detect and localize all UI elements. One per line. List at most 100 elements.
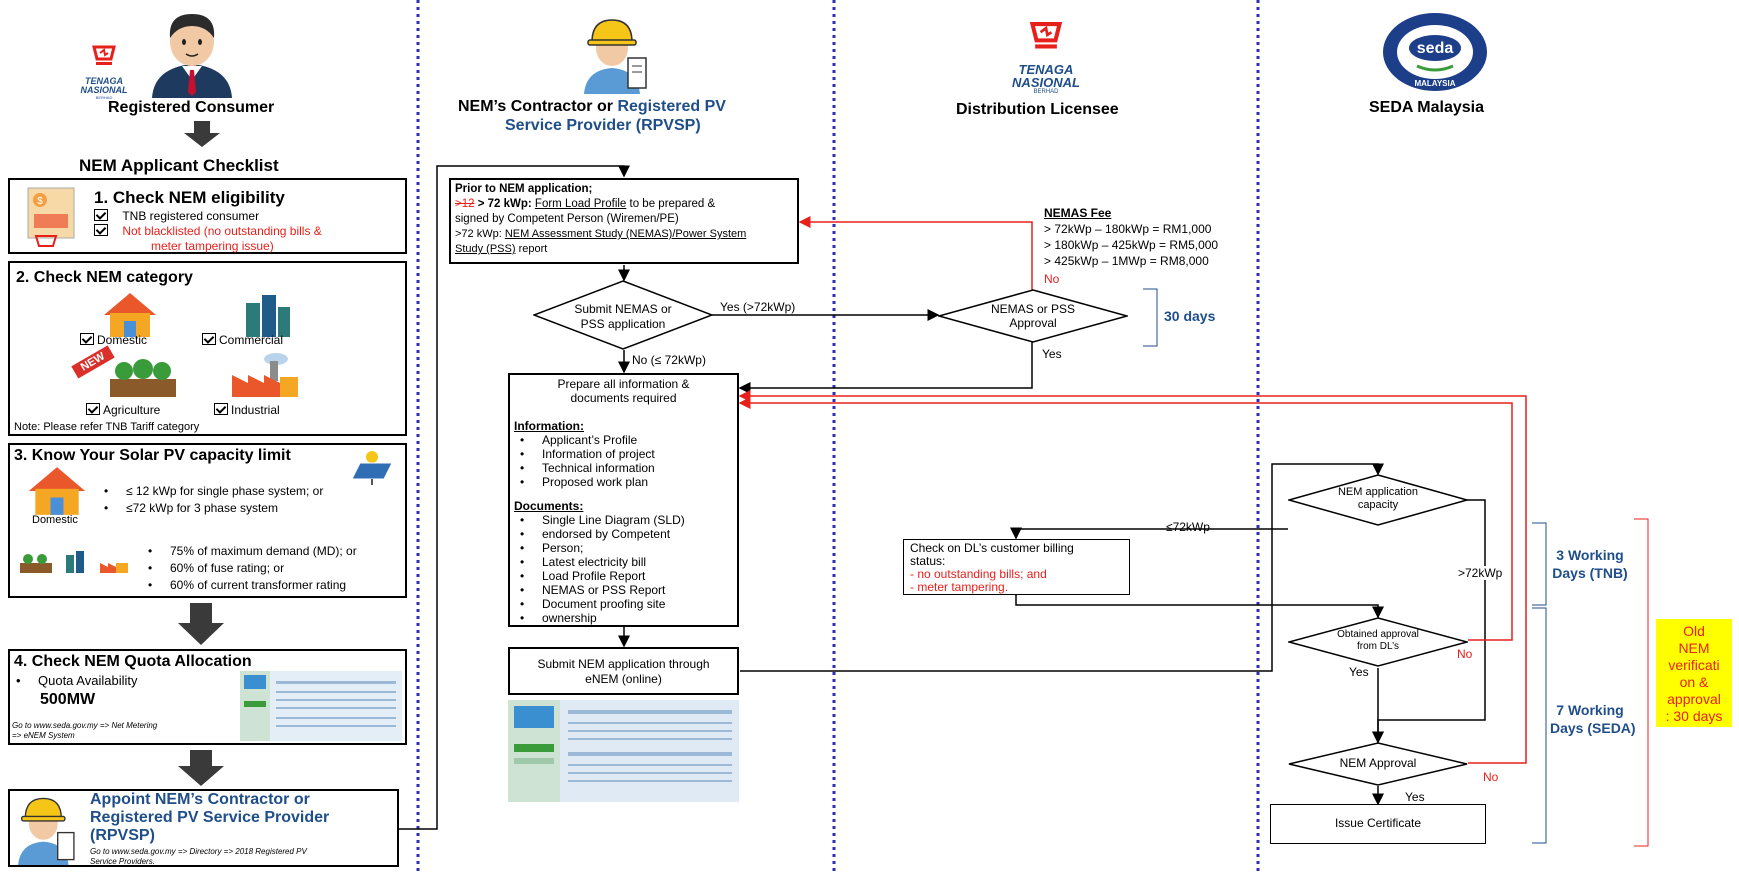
eligibility-item2-text: Not blacklisted (no outstanding bills & xyxy=(122,224,322,238)
label-approval-final-yes: Yes xyxy=(1405,790,1425,804)
label-30-days: 30 days xyxy=(1164,308,1216,324)
connector-rpvsp-to-prior xyxy=(397,165,630,830)
quota-list: Quota Availability xyxy=(10,673,138,688)
prepare-doc-item: Latest electricity bill xyxy=(514,555,733,569)
submit-nemas-label: Submit NEMAS or PSS application xyxy=(533,302,713,332)
category-domestic: Domestic xyxy=(80,333,147,347)
tnb-logo-l1: TENAGA xyxy=(85,76,123,86)
capacity-item: 60% of fuse rating; or xyxy=(142,560,357,577)
prepare-doc-item: Document proofing site xyxy=(514,597,733,611)
label-obtained-no: No xyxy=(1457,647,1473,661)
prepare-doc-list: Single Line Diagram (SLD) endorsed by Co… xyxy=(514,513,733,625)
prepare-info-item: Applicant’s Profile xyxy=(514,433,733,447)
quota-title: 4. Check NEM Quota Allocation xyxy=(14,653,252,670)
prior-l3b: NEM Assessment Study (NEMAS)/Power Syste… xyxy=(504,228,747,240)
label-no-le72: No (≤ 72kWp) xyxy=(632,353,706,367)
header-contractor-part2: Registered PV xyxy=(617,98,726,115)
old-l3: verificati xyxy=(1668,657,1720,673)
nemas-fee-panel: NEMAS Fee > 72kWp – 180kWp = RM1,000 > 1… xyxy=(1044,205,1218,269)
checkbox-icon xyxy=(80,333,94,345)
tnb-emblem-icon xyxy=(92,45,116,65)
prior-title: Prior to NEM application; xyxy=(455,183,593,195)
capacity-item: ≤ 12 kWp for single phase system; or xyxy=(98,483,323,500)
eligibility-item2: Not blacklisted (no outstanding bills & xyxy=(94,224,322,238)
nem-capacity-l2: capacity xyxy=(1357,499,1399,511)
submit-nem-box: Submit NEM application through eNEM (onl… xyxy=(508,647,739,695)
prepare-t1: Prepare all information & xyxy=(557,377,690,391)
category-agriculture: Agriculture xyxy=(86,403,160,417)
capacity-domestic-label: Domestic xyxy=(32,514,78,526)
issue-certificate-box: Issue Certificate xyxy=(1270,804,1486,844)
category-domestic-label: Domestic xyxy=(97,333,148,347)
label-tnb-days: 3 Working Days (TNB) xyxy=(1552,546,1628,582)
connector-approval-yes xyxy=(738,340,1033,394)
tnb-logo-l2: NASIONAL xyxy=(80,85,128,95)
quota-availability: Quota Availability xyxy=(10,673,138,688)
header-contractor-line2: Service Provider (RPVSP) xyxy=(505,117,701,134)
svg-text:$: $ xyxy=(37,196,43,207)
obtained-l1: Obtained approval xyxy=(1337,629,1419,640)
header-dl: Distribution Licensee xyxy=(956,101,1119,118)
label-seda-days: 7 Working Days (SEDA) xyxy=(1550,701,1636,737)
solar-panel-icon xyxy=(351,451,393,485)
billing-check-box: Check on DL’s customer billing status: -… xyxy=(903,539,1130,595)
nem-capacity-decision xyxy=(1288,474,1468,526)
old-l5: approval xyxy=(1667,691,1721,707)
arrow-down-3-icon xyxy=(178,750,224,786)
capacity-title: 3. Know Your Solar PV capacity limit xyxy=(14,447,291,464)
tnb-logo-l3: BERHAD xyxy=(95,95,113,100)
header-contractor-line1: NEM’s Contractor or Registered PV xyxy=(458,98,726,116)
appoint-title1: Appoint NEM’s Contractor or xyxy=(90,791,310,808)
checkbox-icon xyxy=(86,403,100,415)
consumer-person-icon xyxy=(152,14,232,98)
prior-strike: >12 xyxy=(455,198,475,210)
prepare-info-list: Applicant’s Profile Information of proje… xyxy=(514,433,733,489)
prepare-doc-item-cont: Person; xyxy=(542,541,584,555)
header-consumer: Registered Consumer xyxy=(108,99,275,116)
section-capacity: 3. Know Your Solar PV capacity limit Dom… xyxy=(8,443,407,598)
obtained-approval-label: Obtained approval from DL’s xyxy=(1288,629,1468,653)
prepare-info-item: Information of project xyxy=(514,447,733,461)
eligibility-item2-cont: meter tampering issue) xyxy=(151,239,274,253)
prior-l1d: to be prepared & xyxy=(626,198,716,210)
domestic-house-small-icon xyxy=(28,467,86,515)
section-category: 2. Check NEM category Domestic Commercia… xyxy=(8,261,407,436)
nemas-approval-label: NEMAS or PSS Approval xyxy=(938,302,1128,330)
prepare-doc-item-cont: endorsed by Competent xyxy=(542,527,671,541)
nem-approval-decision xyxy=(1288,742,1468,786)
category-commercial: Commercial xyxy=(202,333,283,347)
old-verification-note: Old NEM verificati on & approval : 30 da… xyxy=(1656,619,1732,727)
old-l1: Old xyxy=(1683,623,1705,639)
label-obtained-yes: Yes xyxy=(1349,665,1369,679)
worker-icon xyxy=(18,797,75,865)
capacity-other-list: 75% of maximum demand (MD); or 60% of fu… xyxy=(142,543,357,594)
prior-to-application-box: Prior to NEM application; >12 > 72 kWp: … xyxy=(449,178,799,264)
prepare-doc-title: Documents: xyxy=(514,499,584,513)
category-agriculture-label: Agriculture xyxy=(103,403,161,417)
prepare-doc-item: NEMAS or PSS Report xyxy=(514,583,733,597)
prepare-info-item: Proposed work plan xyxy=(514,475,733,489)
bracket-seda xyxy=(1532,607,1547,844)
prior-line1: >12 > 72 kWp: Form Load Profile to be pr… xyxy=(455,197,793,212)
prepare-t2: documents required xyxy=(570,391,677,405)
submit-nemas-decision xyxy=(533,280,713,350)
eligibility-item1-text: TNB registered consumer xyxy=(122,209,260,223)
seda-logo-country: MALAYSIA xyxy=(1414,79,1455,88)
eligibility-title: 1. Check NEM eligibility xyxy=(94,188,285,207)
old-l6: : 30 days xyxy=(1665,708,1723,724)
arrow-down-2-icon xyxy=(178,603,224,645)
arrow-down-1-icon xyxy=(184,121,220,147)
prepare-doc-item: Load Profile Report xyxy=(514,569,733,583)
other-categories-icon xyxy=(20,551,128,573)
eligibility-item1: TNB registered consumer xyxy=(94,209,259,223)
category-industrial-label: Industrial xyxy=(231,403,280,417)
capacity-domestic-list: ≤ 12 kWp for single phase system; or ≤72… xyxy=(98,483,323,517)
dl-tnb-logo-l1: TENAGA xyxy=(1018,62,1074,77)
category-commercial-label: Commercial xyxy=(219,333,284,347)
prepare-doc-item: endorsed by Competent xyxy=(514,527,733,541)
checklist-title: NEM Applicant Checklist xyxy=(79,156,279,175)
seda-logo-text: seda xyxy=(1417,40,1454,57)
dl-tnb-logo-l3: BERHAD xyxy=(1033,89,1059,95)
checkbox-icon xyxy=(202,333,216,345)
